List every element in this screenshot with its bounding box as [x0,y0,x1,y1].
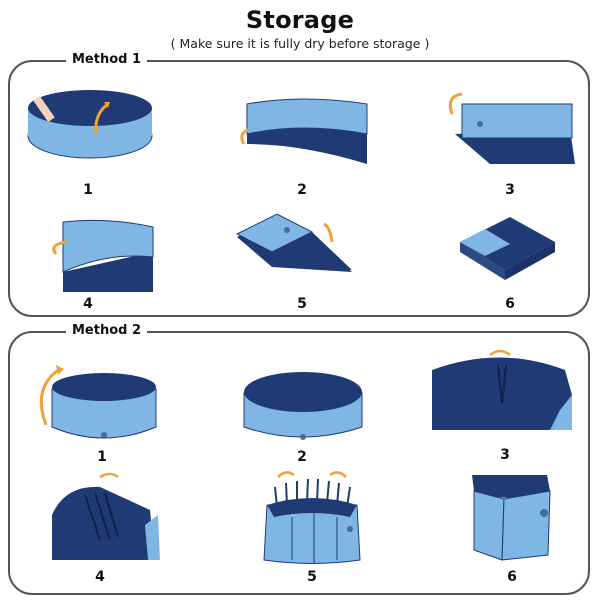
step-number: 6 [507,569,517,585]
continue-folding-illustration [52,219,154,292]
step-number: 6 [505,296,515,312]
wall-folded-flat-illustration [448,92,575,164]
gathering-floor-illustration [52,472,160,560]
method-2-step-6: 6 [442,465,582,585]
method-1-step-2: 2 [232,74,372,198]
step-number: 2 [297,449,307,465]
method-2-step-1: 1 [32,347,172,467]
step-number: 1 [83,182,93,198]
step-number: 4 [83,296,93,312]
open-pool-illustration [27,90,153,159]
pleating-walls-illustration [263,471,361,564]
method-2-step-3: 3 [430,335,572,463]
open-pool-flip-illustration [39,365,157,439]
method-1-panel: Method 1 1 2 3 [8,52,590,317]
method-1-step-5: 5 [232,192,372,312]
method-2-label: Method 2 [66,323,148,338]
step-number: 5 [297,296,307,312]
method-1-step-4: 4 [18,192,158,312]
method-2-step-5: 5 [242,465,382,585]
page-subtitle: ( Make sure it is fully dry before stora… [170,36,430,51]
folded-square-illustration [460,217,555,280]
pinching-floor-illustration [432,349,572,430]
folding-wall-illustration [240,98,368,164]
method-2-step-2: 2 [232,347,372,467]
method-1-step-3: 3 [440,74,580,198]
step-number: 4 [95,569,105,585]
step-number: 5 [307,569,317,585]
stacked-panels-illustration [235,213,352,272]
step-number: 3 [505,182,515,198]
collapsed-pool-illustration [472,475,551,561]
step-number: 1 [97,449,107,465]
step-number: 3 [500,447,510,463]
method-2-panel: Method 2 1 2 3 [8,323,590,595]
method-1-step-1: 1 [18,74,158,198]
step-number: 2 [297,182,307,198]
page-title: Storage [245,6,355,34]
method-2-step-4: 4 [40,465,180,585]
pool-flipped-illustration [243,372,363,440]
method-1-label: Method 1 [66,52,148,67]
method-1-step-6: 6 [440,192,580,312]
